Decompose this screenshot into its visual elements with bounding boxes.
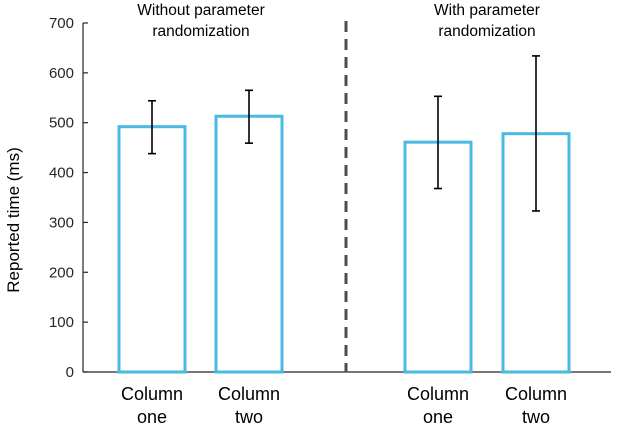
- group-title: randomization: [152, 23, 249, 40]
- x-tick-label: Column: [407, 384, 469, 404]
- bar: [214, 114, 284, 374]
- error-bar: [148, 99, 156, 155]
- x-axis: Column one Column two Column one Column two: [83, 367, 611, 427]
- y-tick-label: 0: [66, 364, 74, 381]
- x-tick-label: two: [522, 407, 550, 427]
- group-titles: Without parameter randomization With param…: [137, 2, 540, 40]
- y-tick-label: 400: [49, 165, 74, 182]
- bar: [403, 140, 473, 374]
- group-title: randomization: [438, 23, 535, 40]
- group-title: With parameter: [434, 2, 540, 19]
- y-tick-label: 700: [49, 15, 74, 32]
- error-bar: [245, 89, 253, 144]
- x-tick-label: Column: [121, 384, 183, 404]
- y-tick-label: 100: [49, 314, 74, 331]
- error-bars: [148, 55, 540, 212]
- error-bar: [434, 95, 442, 190]
- x-tick-label: one: [137, 407, 167, 427]
- y-tick-label: 600: [49, 65, 74, 82]
- y-axis: 0 100 200 300 400 500 600 700: [49, 15, 88, 381]
- y-tick-label: 200: [49, 264, 74, 281]
- x-tick-label: two: [235, 407, 263, 427]
- bar: [117, 125, 187, 374]
- error-bar: [532, 55, 540, 212]
- x-tick-label: Column: [505, 384, 567, 404]
- y-tick-label: 500: [49, 115, 74, 132]
- y-axis-label: Reported time (ms): [4, 147, 23, 292]
- x-tick-label: one: [423, 407, 453, 427]
- y-tick-label: 300: [49, 214, 74, 231]
- group-title: Without parameter: [137, 2, 265, 19]
- bar-series: [117, 114, 571, 374]
- x-tick-label: Column: [218, 384, 280, 404]
